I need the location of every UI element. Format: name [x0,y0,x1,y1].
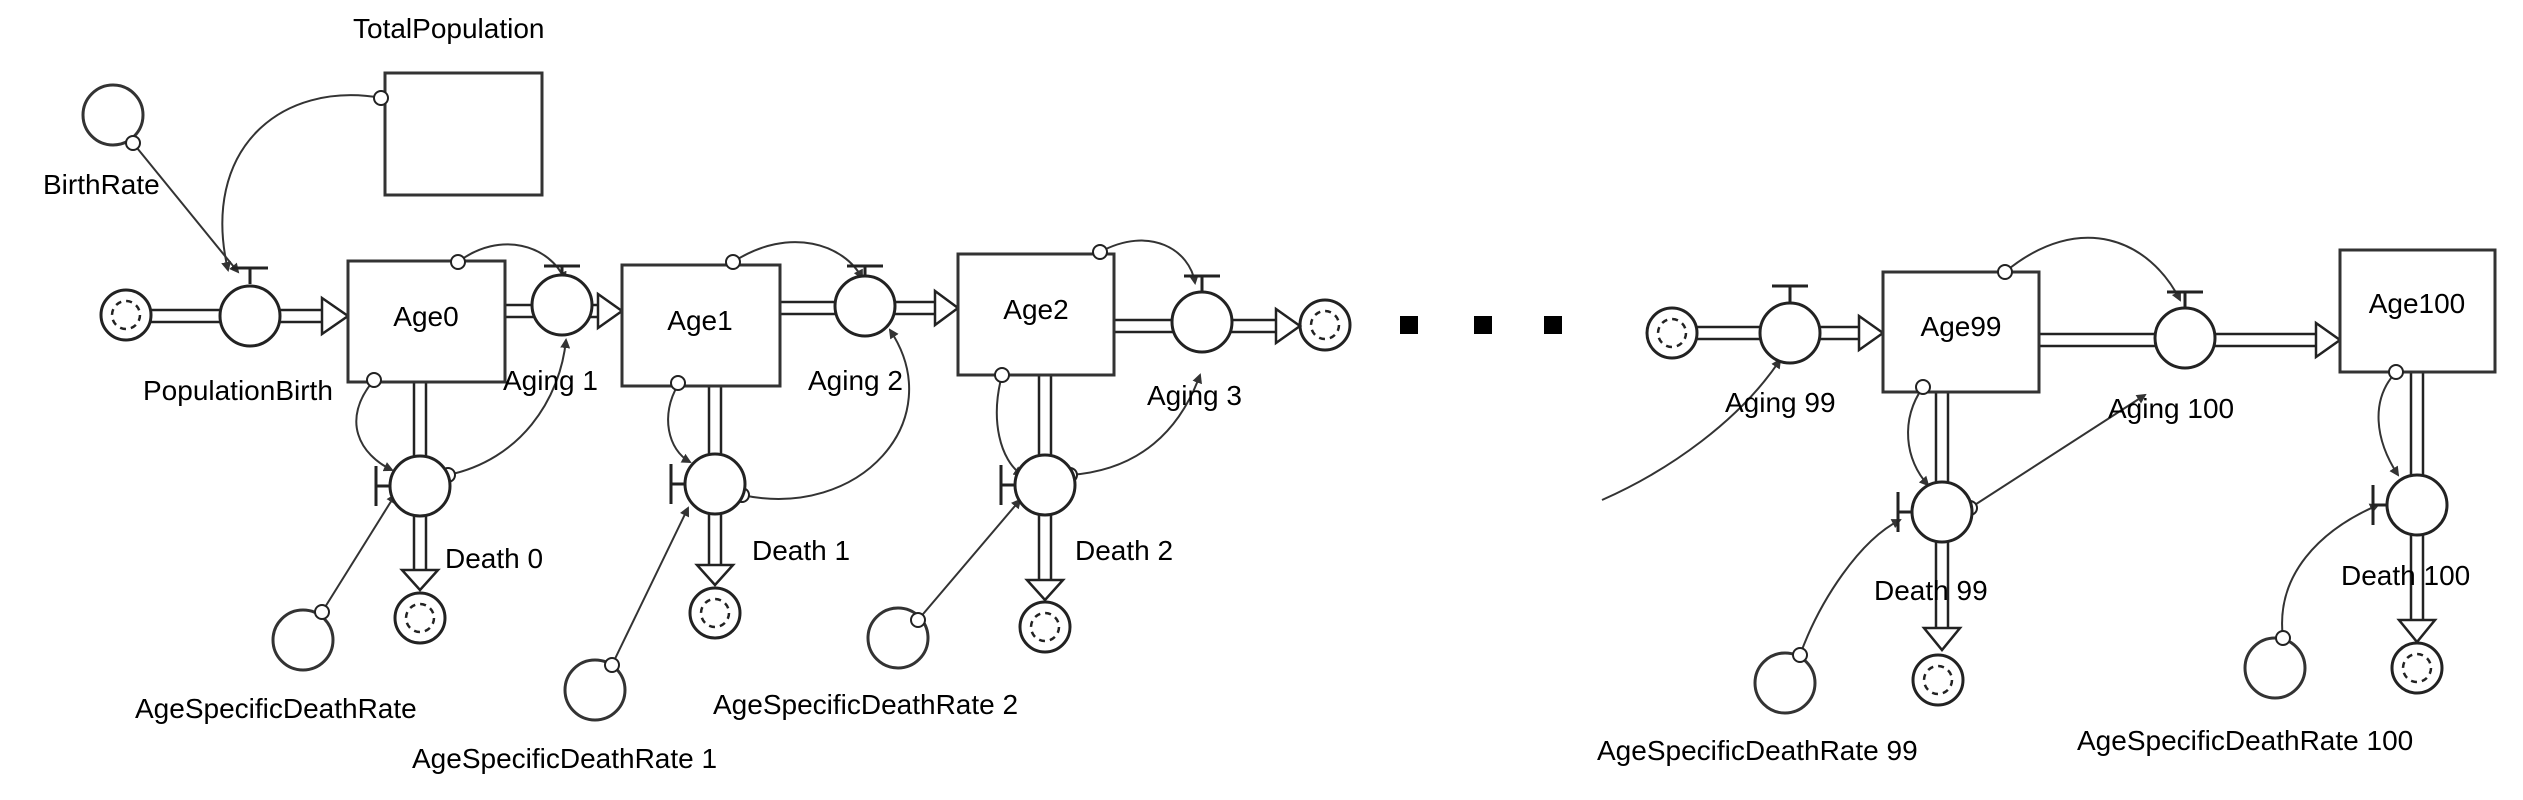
valve-aging-3[interactable] [1170,274,1234,354]
stock-age2-label: Age2 [1003,294,1068,325]
label-asdr-100: AgeSpecificDeathRate 100 [2077,725,2413,756]
converter-birth-rate[interactable] [81,83,145,147]
label-aging-99: Aging 99 [1725,387,1836,418]
source-cloud-birth [99,288,153,342]
stock-age0[interactable]: Age0 [346,259,507,384]
valve-death-2[interactable] [999,453,1077,517]
sink-cloud-death-0 [393,591,447,645]
valve-death-99[interactable] [1896,480,1974,544]
source-cloud-aging-99 [1645,306,1699,360]
label-aging-3: Aging 3 [1147,380,1242,411]
label-asdr-1: AgeSpecificDeathRate 1 [412,743,717,774]
label-death-0: Death 0 [445,543,543,574]
sink-cloud-death-100 [2390,641,2444,695]
valve-aging-1[interactable] [530,264,594,337]
sink-cloud-death-2 [1018,600,1072,654]
label-death-2: Death 2 [1075,535,1173,566]
valve-population-birth[interactable] [218,266,282,348]
stock-total-population[interactable] [383,71,544,197]
converter-asdr-1[interactable] [563,658,627,722]
stock-age99-label: Age99 [1921,311,2002,342]
sink-cloud-death-99 [1911,653,1965,707]
connector-links [132,94,2400,666]
label-death-1: Death 1 [752,535,850,566]
stock-age2[interactable]: Age2 [956,252,1116,377]
valve-aging-2[interactable] [833,264,897,338]
stock-age100-label: Age100 [2369,288,2466,319]
stock-age1-label: Age1 [667,305,732,336]
sink-cloud-aging-3 [1298,298,1352,352]
label-asdr: AgeSpecificDeathRate [135,693,417,724]
stock-age1[interactable]: Age1 [620,263,782,388]
label-total-population: TotalPopulation [353,13,544,44]
label-asdr-2: AgeSpecificDeathRate 2 [713,689,1018,720]
stock-age100[interactable]: Age100 [2338,248,2497,374]
valve-death-100[interactable] [2371,473,2449,537]
label-population-birth: PopulationBirth [143,375,333,406]
ellipsis-dots [1400,316,1562,334]
valve-aging-100[interactable] [2153,290,2217,370]
label-death-99: Death 99 [1874,575,1988,606]
valve-death-0[interactable] [374,454,452,518]
converter-asdr-100[interactable] [2243,636,2307,700]
label-death-100: Death 100 [2341,560,2470,591]
converter-asdr-99[interactable] [1753,651,1817,715]
label-aging-1: Aging 1 [503,365,598,396]
sink-cloud-death-1 [688,586,742,640]
stock-age99[interactable]: Age99 [1881,270,2041,394]
label-aging-2: Aging 2 [808,365,903,396]
label-aging-100: Aging 100 [2108,393,2234,424]
converter-asdr[interactable] [271,608,335,672]
label-birth-rate: BirthRate [43,169,160,200]
valve-aging-99[interactable] [1758,284,1822,365]
label-asdr-99: AgeSpecificDeathRate 99 [1597,735,1918,766]
valve-death-1[interactable] [669,452,747,516]
stock-age0-label: Age0 [393,301,458,332]
